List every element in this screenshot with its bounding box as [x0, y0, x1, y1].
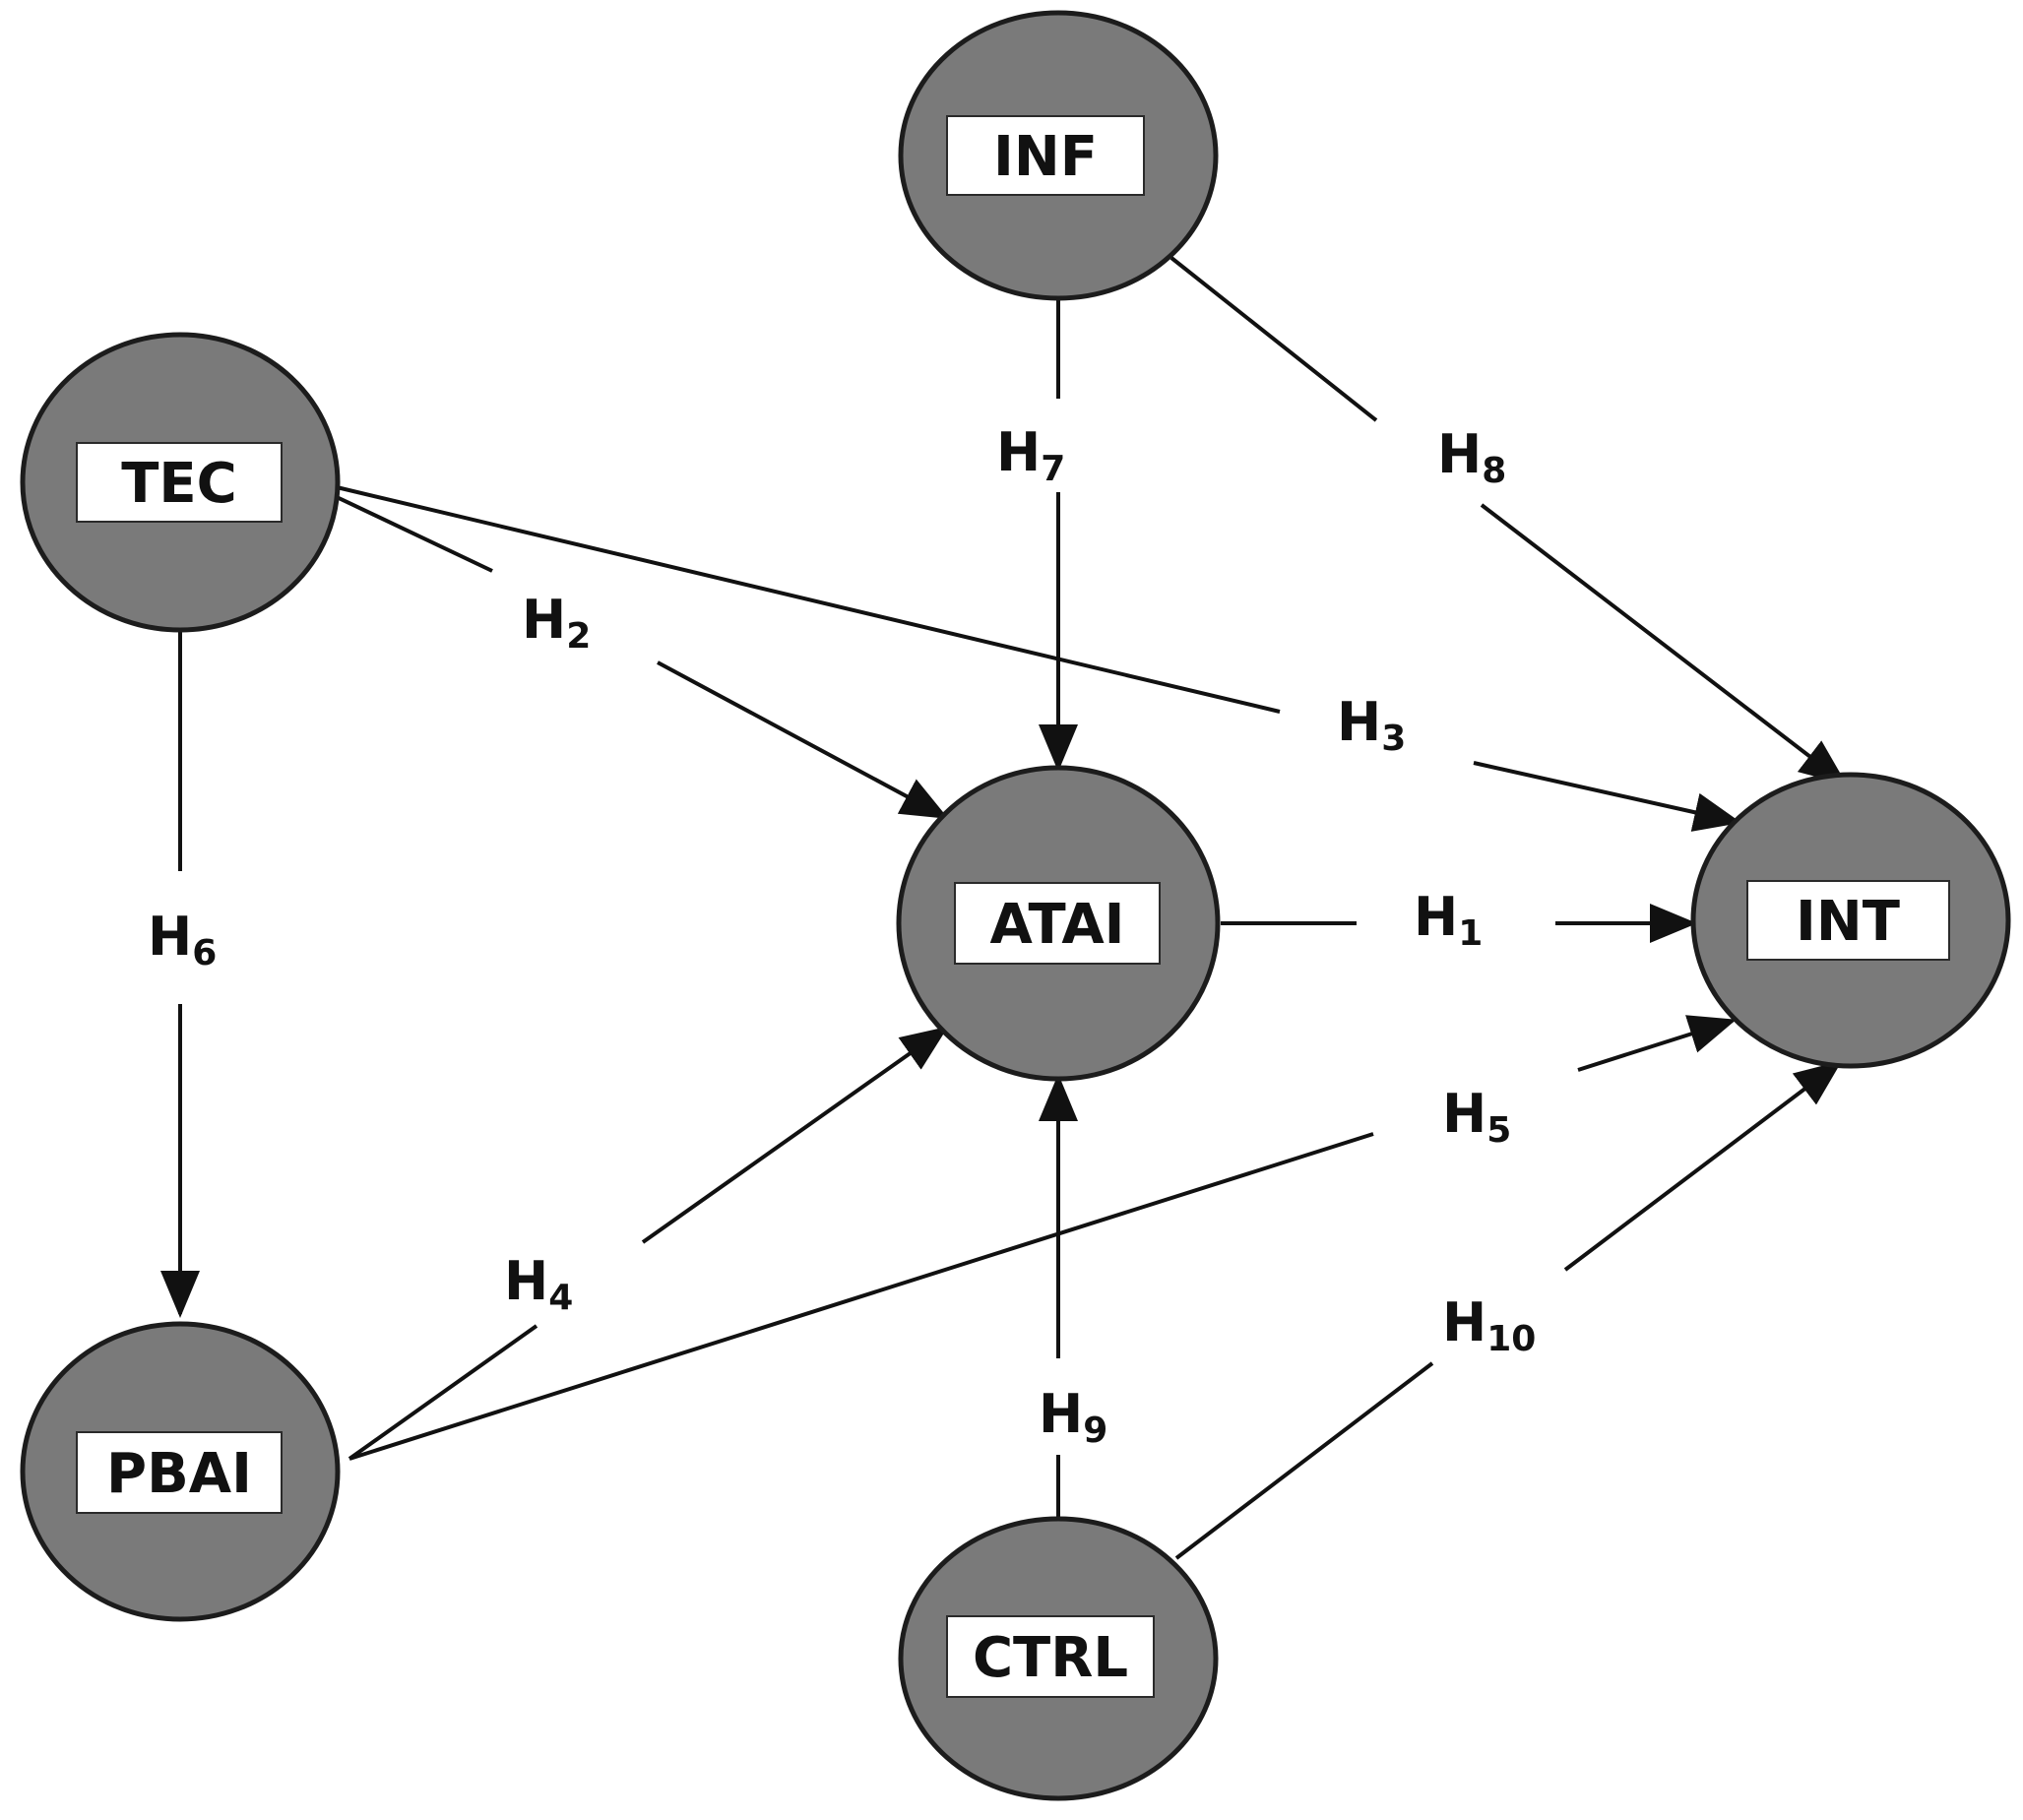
edge-h4-tail	[348, 1324, 538, 1461]
edge-h4-pbai-to-atai	[348, 1026, 949, 1461]
edge-h3-head	[1473, 761, 1741, 832]
node-pbai-box	[76, 1431, 283, 1514]
edge-h3-tail	[336, 485, 1281, 714]
node-int-box	[1746, 880, 1950, 961]
edges	[160, 256, 1848, 1560]
label-h6: H6	[148, 906, 217, 973]
nodes: INF TEC ATAI INT PBAI	[20, 10, 2011, 1801]
node-tec: TEC	[20, 332, 341, 633]
edge-h10-tail	[1174, 1361, 1434, 1560]
edge-h8-head	[1480, 503, 1848, 785]
label-h8: H8	[1437, 423, 1506, 491]
node-ctrl: CTRL	[898, 1516, 1219, 1801]
edge-h2-tail	[336, 495, 493, 573]
label-h2: H2	[522, 589, 591, 657]
edge-h8-inf-to-int	[1170, 256, 1848, 785]
edge-labels: H1 H2 H3 H4 H5 H6 H7 H8 H9 H10	[148, 421, 1536, 1451]
label-h4: H4	[504, 1250, 573, 1318]
node-ctrl-label: CTRL	[973, 1626, 1128, 1690]
node-inf: INF	[898, 10, 1219, 301]
edge-h10-ctrl-to-int	[1174, 1060, 1843, 1560]
edge-h5-pbai-to-int	[348, 1015, 1737, 1461]
label-h9: H9	[1039, 1383, 1107, 1451]
edge-h3-tec-to-int	[336, 485, 1741, 832]
edge-h8-tail	[1170, 256, 1378, 422]
label-h1: H1	[1414, 886, 1483, 954]
edge-h2-head	[657, 660, 949, 819]
node-atai-box	[954, 882, 1161, 965]
label-h7: H7	[996, 421, 1065, 489]
edge-h4-head	[641, 1026, 949, 1244]
node-int: INT	[1690, 772, 2011, 1069]
label-h3: H3	[1337, 691, 1406, 759]
node-inf-box	[946, 115, 1145, 196]
node-pbai: PBAI	[20, 1321, 341, 1622]
edge-h2-tec-to-atai	[336, 495, 949, 819]
node-pbai-label: PBAI	[106, 1442, 252, 1506]
edge-h10-head	[1563, 1060, 1843, 1272]
node-int-label: INT	[1796, 890, 1900, 954]
node-tec-box	[76, 442, 283, 523]
node-ctrl-box	[946, 1615, 1155, 1698]
node-atai-label: ATAI	[989, 893, 1124, 957]
edge-h5-head	[1577, 1015, 1737, 1072]
node-atai: ATAI	[896, 765, 1221, 1082]
label-h5: H5	[1442, 1083, 1511, 1151]
edge-h5-tail	[348, 1132, 1374, 1461]
node-tec-label: TEC	[121, 452, 237, 516]
node-inf-label: INF	[993, 125, 1098, 189]
label-h10: H10	[1442, 1291, 1536, 1359]
